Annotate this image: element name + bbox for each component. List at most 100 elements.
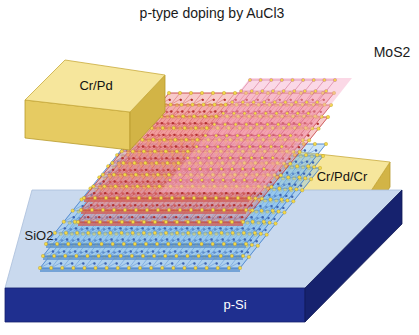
sulfur-atom xyxy=(209,231,212,234)
sulfur-atom xyxy=(219,220,222,223)
metal-atom xyxy=(60,262,62,264)
metal-atom xyxy=(253,227,255,229)
metal-atom xyxy=(164,216,166,218)
metal-atom xyxy=(317,123,319,125)
metal-atom xyxy=(160,262,162,264)
metal-atom xyxy=(199,238,201,240)
sulfur-atom xyxy=(208,254,211,257)
metal-atom xyxy=(233,238,235,240)
metal-atom xyxy=(120,216,122,218)
sulfur-atom xyxy=(227,266,230,269)
metal-atom xyxy=(307,134,309,136)
metal-atom xyxy=(304,149,306,151)
metal-atom xyxy=(99,238,101,240)
sulfur-atom xyxy=(152,254,155,257)
sulfur-atom xyxy=(131,231,134,234)
sulfur-atom xyxy=(292,200,295,203)
metal-atom xyxy=(208,227,210,229)
sulfur-atom xyxy=(87,220,90,223)
sulfur-atom xyxy=(274,222,277,225)
sulfur-atom xyxy=(277,210,280,213)
sulfur-atom xyxy=(167,242,170,245)
sulfur-atom xyxy=(120,220,123,223)
sulfur-atom xyxy=(244,242,247,245)
sulfur-atom xyxy=(268,221,271,224)
sulfur-atom xyxy=(219,254,222,257)
sulfur-atom xyxy=(253,231,256,234)
sulfur-atom xyxy=(52,254,55,257)
metal-atom xyxy=(108,227,110,229)
metal-atom xyxy=(64,227,66,229)
sulfur-atom xyxy=(175,231,178,234)
sulfur-atom xyxy=(233,242,236,245)
metal-atom xyxy=(141,227,143,229)
shape-face xyxy=(5,288,305,322)
metal-atom xyxy=(227,262,229,264)
metal-atom xyxy=(186,227,188,229)
sulfur-atom xyxy=(260,209,263,212)
sulfur-atom xyxy=(73,220,76,223)
sulfur-atom xyxy=(76,220,79,223)
sulfur-atom xyxy=(198,231,201,234)
metal-atom xyxy=(96,250,98,252)
layer-edge xyxy=(78,222,243,226)
sulfur-atom xyxy=(307,165,310,168)
metal-atom xyxy=(207,250,209,252)
metal-atom xyxy=(210,238,212,240)
node-label: Cr/Pd/Cr xyxy=(317,170,368,185)
sulfur-atom xyxy=(197,254,200,257)
sulfur-atom xyxy=(55,242,58,245)
sulfur-atom xyxy=(172,266,175,269)
sulfur-atom xyxy=(321,154,324,157)
sulfur-atom xyxy=(262,220,265,223)
metal-atom xyxy=(77,238,79,240)
sulfur-atom xyxy=(38,266,41,269)
sulfur-atom xyxy=(98,231,101,234)
metal-atom xyxy=(109,216,111,218)
sulfur-atom xyxy=(278,187,281,190)
metal-atom xyxy=(130,227,132,229)
metal-atom xyxy=(241,216,243,218)
sulfur-atom xyxy=(211,242,214,245)
metal-atom xyxy=(131,216,133,218)
sulfur-atom xyxy=(109,231,112,234)
sulfur-atom xyxy=(120,231,123,234)
sulfur-atom xyxy=(230,220,233,223)
sulfur-atom xyxy=(138,266,141,269)
sulfur-atom xyxy=(289,187,292,190)
sulfur-atom xyxy=(61,266,64,269)
sulfur-atom xyxy=(256,244,259,247)
sulfur-atom xyxy=(142,231,145,234)
metal-atom xyxy=(107,250,109,252)
metal-atom xyxy=(241,250,243,252)
sulfur-atom xyxy=(164,254,167,257)
sulfur-atom xyxy=(189,242,192,245)
metal-atom xyxy=(85,250,87,252)
sulfur-atom xyxy=(183,266,186,269)
sulfur-atom xyxy=(44,242,47,245)
sulfur-atom xyxy=(271,209,274,212)
sulfur-atom xyxy=(153,231,156,234)
node-label: SiO2 xyxy=(25,229,54,244)
metal-atom xyxy=(163,250,165,252)
metal-atom xyxy=(127,262,129,264)
sulfur-atom xyxy=(130,254,133,257)
metal-atom xyxy=(104,262,106,264)
sulfur-atom xyxy=(87,231,90,234)
sulfur-atom xyxy=(301,189,304,192)
sulfur-atom xyxy=(78,242,81,245)
sulfur-atom xyxy=(186,220,189,223)
sulfur-atom xyxy=(142,220,145,223)
sulfur-atom xyxy=(178,242,181,245)
metal-atom xyxy=(197,216,199,218)
metal-atom xyxy=(86,227,88,229)
metal-atom xyxy=(52,250,54,252)
sulfur-atom xyxy=(220,231,223,234)
metal-atom xyxy=(196,250,198,252)
sulfur-atom xyxy=(109,220,112,223)
metal-atom xyxy=(260,193,262,195)
sulfur-atom xyxy=(251,220,254,223)
sulfur-atom xyxy=(194,266,197,269)
sulfur-atom xyxy=(175,220,178,223)
